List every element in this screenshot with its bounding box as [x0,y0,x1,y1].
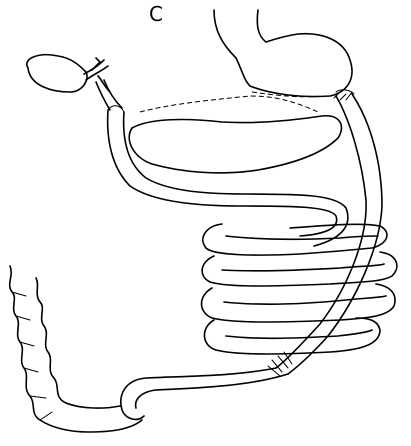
intestine-loop-4-inner [226,330,372,338]
colon-outer [10,266,142,432]
gallbladder [27,55,87,92]
colon-inner [36,278,120,408]
common-bile-duct [96,80,122,110]
pancreas [129,116,341,173]
intestine-loop-3-inner [224,296,386,304]
stomach-pouch [236,34,352,97]
common-channel [121,368,288,419]
remnant-stomach-upper [140,96,318,112]
esophagus [214,10,266,58]
cystic-duct [84,58,110,92]
intestine-loop-2-inner [222,264,384,271]
